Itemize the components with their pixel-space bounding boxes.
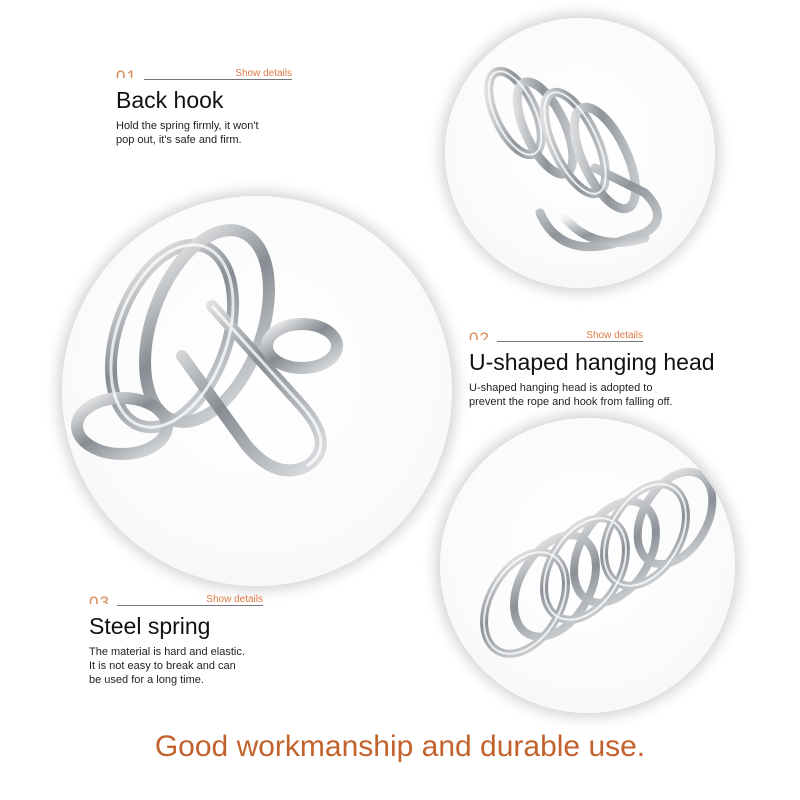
feature-description: The material is hard and elastic. It is … xyxy=(89,646,245,686)
divider xyxy=(117,605,263,606)
back-hook-illustration xyxy=(484,66,662,252)
feature-back-hook: 01 Show details Back hook Hold the sprin… xyxy=(116,68,292,147)
feature-u-shaped-head: 02 Show details U-shaped hanging head U-… xyxy=(469,330,715,409)
feature-steel-spring: 03 Show details Steel spring The materia… xyxy=(89,594,263,687)
u-shaped-head-illustration xyxy=(71,224,343,477)
back-hook-image xyxy=(445,18,715,288)
feature-number: 03 xyxy=(89,594,110,604)
show-details-link[interactable]: Show details xyxy=(586,330,643,341)
divider xyxy=(144,79,292,80)
show-details-link[interactable]: Show details xyxy=(235,68,292,79)
feature-title: Back hook xyxy=(116,87,224,113)
steel-spring-image xyxy=(440,418,735,713)
slogan: Good workmanship and durable use. xyxy=(154,730,646,763)
feature-description: Hold the spring firmly, it won't pop out… xyxy=(116,120,259,146)
u-shaped-head-image xyxy=(62,196,452,586)
feature-description: U-shaped hanging head is adopted to prev… xyxy=(469,382,673,408)
feature-number: 02 xyxy=(469,330,490,340)
show-details-link[interactable]: Show details xyxy=(206,594,263,605)
feature-title: U-shaped hanging head xyxy=(469,349,715,375)
steel-spring-illustration xyxy=(480,467,717,658)
feature-number: 01 xyxy=(116,68,137,78)
feature-title: Steel spring xyxy=(89,613,211,639)
divider xyxy=(497,341,643,342)
